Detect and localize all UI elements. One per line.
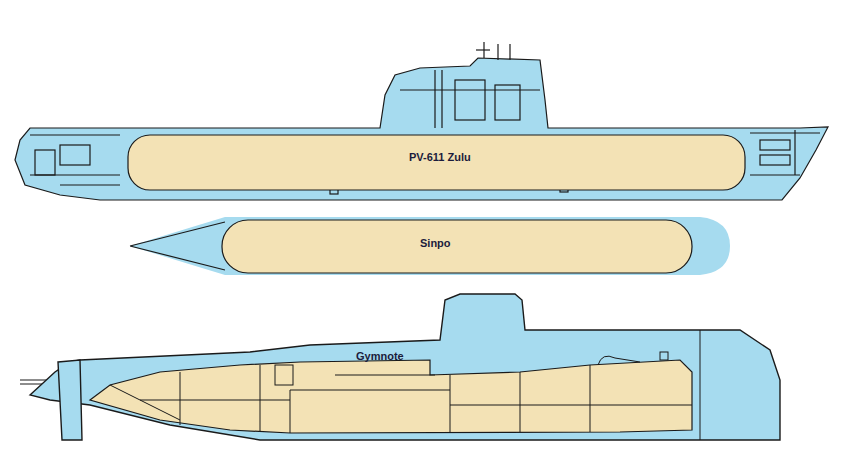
submarine-name: PV-611 Zulu bbox=[409, 151, 472, 164]
submarine-name: Sinpo bbox=[420, 237, 452, 250]
submarine-name: Gymnote bbox=[356, 350, 405, 363]
pressure-hull: Sinpo bbox=[222, 220, 692, 273]
pressure-hull: PV-611 Zulu bbox=[128, 135, 745, 190]
pressure-hull: Gymnote bbox=[30, 294, 780, 440]
